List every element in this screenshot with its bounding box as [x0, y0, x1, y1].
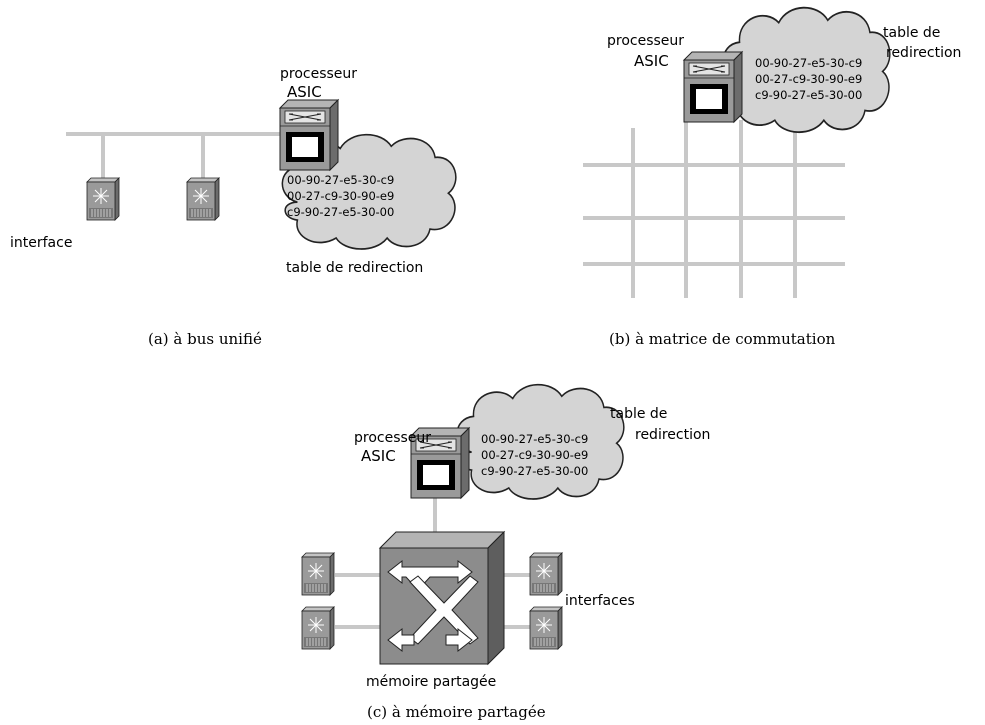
shared-memory-switch — [378, 530, 506, 666]
mac-entry: 00-27-c9-30-90-e9 — [481, 448, 588, 462]
interface-card-right-bottom — [529, 606, 563, 650]
asic-label: ASIC — [634, 52, 669, 70]
interface-card-2 — [186, 177, 220, 221]
mac-entry: 00-27-c9-30-90-e9 — [755, 72, 862, 86]
shared-memory-label: mémoire partagée — [366, 674, 496, 690]
asic-processor — [683, 51, 743, 123]
mac-entry: 00-90-27-e5-30-c9 — [481, 432, 588, 446]
mac-entry: 00-90-27-e5-30-c9 — [287, 173, 394, 187]
asic-processor — [279, 99, 339, 171]
table-label-line1: table de — [883, 25, 940, 41]
panel-c-shared-memory: processeur ASIC 00-90-27-e5-30-c9 00-27-… — [301, 383, 710, 721]
table-label-line2: redirection — [635, 427, 710, 443]
mac-entry: 00-27-c9-30-90-e9 — [287, 189, 394, 203]
mac-entry: 00-90-27-e5-30-c9 — [755, 56, 862, 70]
crossbar-grid — [583, 110, 845, 298]
interface-label: interface — [10, 235, 72, 251]
mac-entry: c9-90-27-e5-30-00 — [755, 88, 862, 102]
interface-card-1 — [86, 177, 120, 221]
caption-a: (a) à bus unifié — [148, 330, 262, 348]
table-label: table de redirection — [286, 260, 423, 276]
interface-card-left-top — [301, 552, 335, 596]
asic-label: ASIC — [361, 447, 396, 465]
processor-label: processeur — [607, 33, 684, 49]
panel-b-crossbar: processeur ASIC 00-90-27-e5-30-c9 00-27-… — [583, 6, 961, 348]
mac-entry: c9-90-27-e5-30-00 — [287, 205, 394, 219]
mac-entry: c9-90-27-e5-30-00 — [481, 464, 588, 478]
table-label-line1: table de — [610, 406, 667, 422]
panel-a-bus: processeur ASIC 00-90-27-e5-30-c9 00-27-… — [10, 66, 457, 348]
interface-card-right-top — [529, 552, 563, 596]
asic-label: ASIC — [287, 83, 322, 101]
interface-card-left-bottom — [301, 606, 335, 650]
caption-b: (b) à matrice de commutation — [609, 330, 836, 348]
switching-arrows-icon — [387, 559, 479, 653]
processor-label: processeur — [280, 66, 357, 82]
interfaces-label: interfaces — [565, 593, 635, 609]
table-label-line2: redirection — [886, 45, 961, 61]
caption-c: (c) à mémoire partagée — [367, 703, 546, 721]
processor-label: processeur — [354, 430, 431, 446]
